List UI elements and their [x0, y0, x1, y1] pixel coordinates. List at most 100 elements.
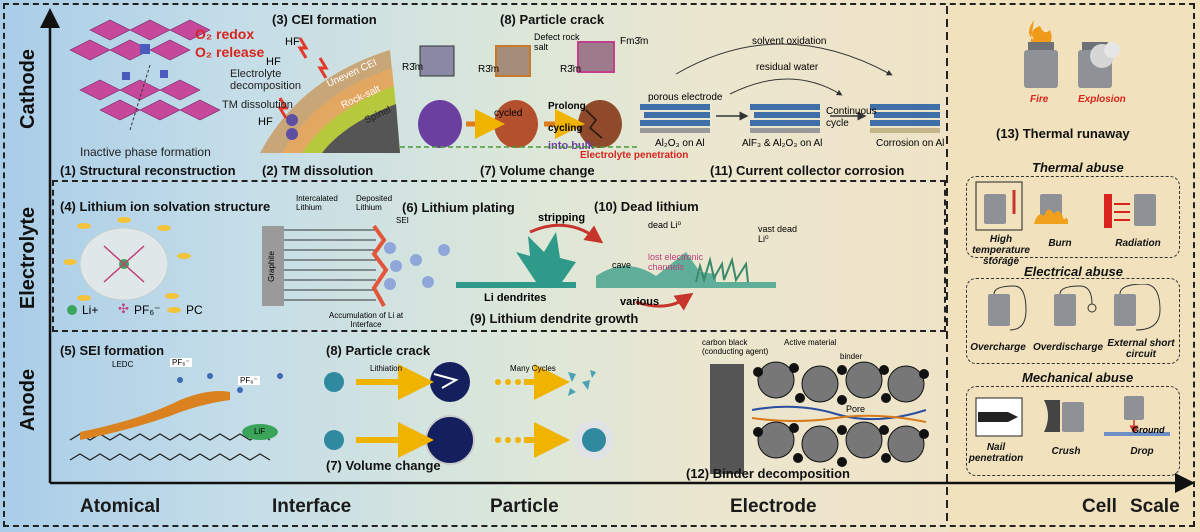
binder-label: binder — [840, 352, 863, 361]
external-short-label: External short circuit — [1107, 338, 1175, 360]
cei-formation-title: (3) CEI formation — [272, 12, 377, 27]
ground-label: Ground — [1132, 425, 1165, 435]
pf6-anode-label-2: PF₆⁻ — [238, 376, 260, 385]
lithiation-label: Lithiation — [370, 364, 403, 373]
lif-label: LiF — [254, 427, 266, 436]
mechanical-abuse-svg — [975, 396, 1170, 437]
carbon-black-label: carbon black (conducting agent) — [702, 338, 769, 356]
deposited-lithium-label: Deposited Lithium — [356, 194, 393, 212]
current-collector-corrosion-title: (11) Current collector corrosion — [710, 163, 905, 178]
prolong-cycling-label: Prolong cycling — [548, 101, 586, 134]
dead-li0-label: dead Li⁰ — [648, 220, 682, 230]
tm-dissolution-title: (2) TM dissolution — [262, 163, 374, 178]
scale-electrode: Electrode — [730, 496, 817, 517]
outer-frame — [3, 3, 1195, 527]
scale-particle: Particle — [490, 496, 559, 517]
dead-lithium-title: (10) Dead lithium — [594, 199, 699, 214]
mechanical-abuse-title: Mechanical abuse — [1022, 370, 1134, 385]
radiation-label: Radiation — [1115, 238, 1161, 249]
corrosion-on-al-label: Corrosion on Al — [876, 138, 945, 149]
electrolyte-penetration-label: Electrolyte penetration — [580, 150, 689, 161]
defect-rock-salt-label: Defect rock salt — [534, 32, 580, 52]
volume-change-title-cathode: (7) Volume change — [480, 163, 595, 178]
inactive-phase-label: Inactive phase formation — [80, 145, 211, 159]
o2-redox-label: O₂ redox — [195, 26, 255, 42]
pore-label: Pore — [846, 404, 866, 414]
cave-label: cave — [612, 260, 632, 270]
cycled-label: cycled — [494, 108, 523, 119]
active-material-label: Active material — [784, 338, 837, 347]
binder-decomposition-title: (12) Binder decomposition — [686, 466, 850, 481]
intercalated-lithium-label: Intercalated Lithium — [296, 194, 338, 212]
hf-label-2: HF — [266, 56, 281, 68]
legend-pc: PC — [186, 303, 203, 317]
current-collector-svg — [640, 43, 940, 133]
crystal-structure-svg — [69, 19, 221, 131]
hf-label-1: HF — [285, 36, 300, 48]
sei-formation-title: (5) SEI formation — [60, 343, 165, 358]
r3m-label-1: R3̄m — [402, 62, 424, 73]
thermal-abuse-title: Thermal abuse — [1032, 160, 1124, 175]
sei-label: SEI — [396, 216, 409, 225]
residual-water-label: residual water — [756, 62, 819, 73]
crush-label: Crush — [1051, 446, 1081, 457]
pc-legend-icon — [167, 307, 181, 313]
explosion-label: Explosion — [1078, 94, 1126, 105]
porous-electrode-label: porous electrode — [648, 92, 723, 103]
drop-label: Drop — [1130, 446, 1154, 457]
particle-crack-title: (8) Particle crack — [500, 12, 605, 27]
particle-crack-anode-title: (8) Particle crack — [326, 343, 431, 358]
ledc-label: LEDC — [112, 360, 134, 369]
legend-pf6: PF₆⁻ — [134, 303, 161, 317]
thermal-runaway-svg — [1024, 20, 1120, 88]
green-dash-line — [400, 146, 640, 148]
stripping-label: stripping — [538, 212, 586, 224]
scale-axis-title: Scale — [1130, 496, 1180, 517]
alf3-al2o3-on-al-label: AlF₃ & Al₂O₃ on Al — [742, 138, 823, 149]
high-temp-label: High temperature storage — [972, 234, 1030, 267]
electrical-abuse-svg — [988, 284, 1161, 331]
nail-label: Nail penetration — [968, 442, 1024, 464]
li-legend-dot — [67, 305, 77, 315]
r3m-label-2: R3̄m — [478, 64, 500, 75]
burn-label: Burn — [1048, 238, 1072, 249]
fm3m-label: Fm3̄m — [620, 36, 649, 47]
tm-dissolution-small-label: TM dissolution — [222, 99, 293, 111]
legend-li: Li+ — [82, 303, 99, 317]
cell-background — [948, 0, 1200, 532]
dendrite-growth-title: (9) Lithium dendrite growth — [470, 311, 639, 326]
volume-change-anode-title: (7) Volume change — [326, 458, 441, 473]
solvation-title: (4) Lithium ion solvation structure — [60, 199, 271, 214]
anode-particles-svg — [324, 362, 614, 465]
sei-formation-svg — [69, 373, 283, 461]
mechanical-abuse-box — [966, 386, 1180, 476]
pf6-anode-label-1: PF₆⁻ — [170, 358, 192, 367]
li-dendrites-label: Li dendrites — [484, 292, 547, 304]
al2o3-on-al-label: Al₂O₃ on Al — [655, 138, 705, 149]
electrical-abuse-title: Electrical abuse — [1024, 264, 1123, 279]
lithium-plating-title: (6) Lithium plating — [402, 200, 515, 215]
cei-layers-svg — [260, 37, 400, 153]
electrolyte-panel — [52, 180, 946, 332]
thermal-abuse-box — [966, 176, 1180, 258]
structural-reconstruction-title: (1) Structural reconstruction — [60, 163, 236, 178]
overcharge-label: Overcharge — [970, 342, 1026, 353]
hf-label-3: HF — [258, 116, 273, 128]
r3m-label-3: R3̄m — [560, 64, 582, 75]
graphite-label: Graphite — [266, 251, 276, 282]
many-cycles-label: Many Cycles — [510, 364, 556, 373]
scale-atomical: Atomical — [80, 496, 161, 517]
scale-cell: Cell — [1082, 496, 1117, 517]
electrolyte-decomposition-label: Electrolyte decomposition — [230, 68, 301, 92]
thermal-abuse-svg — [975, 181, 1156, 231]
accumulation-label: Accumulation of Li at Interface — [328, 311, 404, 329]
electrical-abuse-box — [966, 278, 1180, 364]
vast-dead-label: vast dead Li⁰ — [758, 224, 798, 244]
particle-crack-svg — [418, 41, 622, 148]
lithium-plating-svg — [262, 224, 450, 307]
scale-interface: Interface — [272, 496, 352, 517]
overdischarge-label: Overdischarge — [1032, 342, 1104, 353]
continuous-cycle-label: Continuous cycle — [826, 106, 877, 129]
